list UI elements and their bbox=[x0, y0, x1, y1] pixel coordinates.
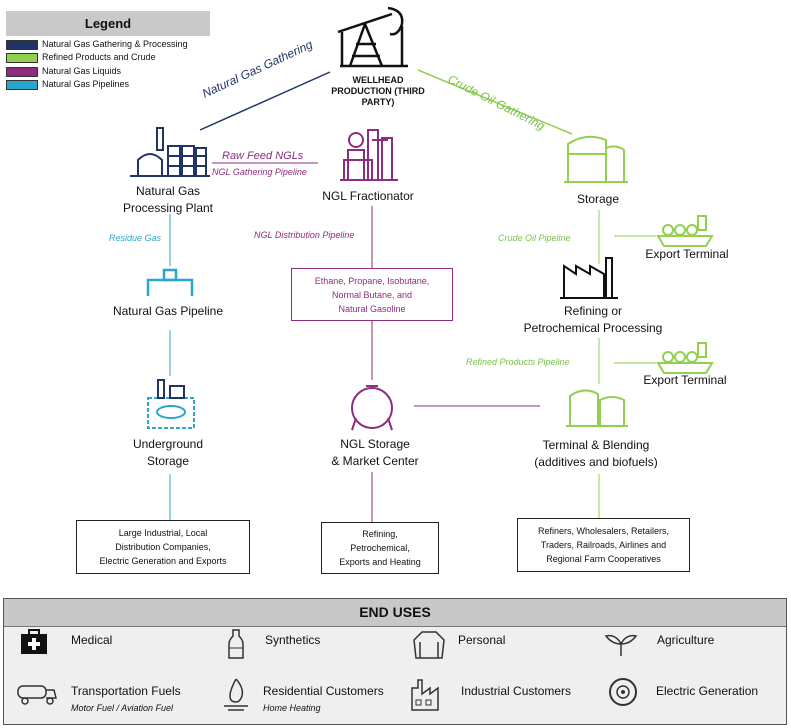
crude-pipeline-label: Crude Oil Pipeline bbox=[498, 233, 571, 243]
raw-feed-label: Raw Feed NGLs bbox=[222, 150, 304, 162]
terminal-tanks-icon bbox=[566, 389, 628, 427]
end-uses-title: END USES bbox=[4, 599, 786, 627]
legend-item-refined: Refined Products and Crude bbox=[6, 51, 156, 64]
wellhead-label: WELLHEAD PRODUCTION (THIRD PARTY) bbox=[331, 75, 425, 107]
fractionator-label: NGL Fractionator bbox=[322, 189, 414, 203]
legend-item-gathering: Natural Gas Gathering & Processing bbox=[6, 38, 188, 51]
pipeline-icon bbox=[146, 268, 194, 296]
bottle-icon bbox=[228, 629, 244, 659]
refined-pipeline-label: Refined Products Pipeline bbox=[466, 357, 570, 367]
flame-icon bbox=[224, 678, 248, 711]
ngl-gathering-label: NGL Gathering Pipeline bbox=[212, 167, 307, 177]
legend-swatch bbox=[6, 52, 38, 63]
end-use-transportation: Transportation Fuels bbox=[71, 684, 181, 698]
processing-plant-icon bbox=[130, 127, 210, 177]
export-terminal-label-1: Export Terminal bbox=[645, 247, 729, 261]
power-icon bbox=[609, 678, 637, 706]
ngl-storage-label: NGL Storage & Market Center bbox=[331, 437, 419, 468]
ngl-storage-sphere-icon bbox=[351, 385, 393, 431]
ngl-distribution-label: NGL Distribution Pipeline bbox=[254, 230, 355, 240]
plant-icon bbox=[604, 634, 638, 656]
legend-swatch bbox=[6, 66, 38, 77]
end-use-residential-sub: Home Heating bbox=[263, 703, 321, 713]
ngl-products-box: Ethane, Propane, Isobutane, Normal Butan… bbox=[291, 268, 453, 321]
terminal-blending-label: Terminal & Blending (additives and biofu… bbox=[534, 438, 658, 469]
legend-title: Legend bbox=[6, 11, 210, 36]
end-use-synthetics: Synthetics bbox=[265, 633, 321, 647]
underground-storage-icon bbox=[147, 379, 195, 429]
ngl-uses-box: Refining, Petrochemical, Exports and Hea… bbox=[321, 522, 439, 574]
residue-gas-label: Residue Gas bbox=[109, 233, 162, 243]
refinery-icon bbox=[560, 257, 618, 299]
legend-swatch bbox=[6, 79, 38, 90]
end-use-agriculture: Agriculture bbox=[657, 633, 715, 647]
medical-kit-icon bbox=[21, 629, 47, 654]
end-use-electric: Electric Generation bbox=[656, 684, 759, 698]
storage-tank-icon bbox=[564, 135, 628, 183]
storage-label: Storage bbox=[576, 192, 620, 206]
ship-icon-1 bbox=[656, 215, 714, 247]
legend-item-pipelines: Natural Gas Pipelines bbox=[6, 78, 129, 91]
gas-uses-box: Large Industrial, Local Distribution Com… bbox=[76, 520, 250, 574]
end-use-personal: Personal bbox=[458, 633, 506, 647]
refined-uses-box: Refiners, Wholesalers, Retailers, Trader… bbox=[517, 518, 690, 572]
legend-item-ngl: Natural Gas Liquids bbox=[6, 65, 121, 78]
end-use-medical: Medical bbox=[71, 633, 113, 647]
pump-jack-icon bbox=[337, 6, 408, 68]
underground-storage-label: Underground Storage bbox=[132, 437, 204, 468]
sweater-icon bbox=[413, 631, 445, 659]
fractionator-icon bbox=[340, 129, 398, 181]
ship-icon-2 bbox=[656, 342, 714, 374]
legend-swatch bbox=[6, 39, 38, 50]
export-terminal-label-2: Export Terminal bbox=[643, 373, 727, 387]
tanker-truck-icon bbox=[17, 685, 57, 705]
processing-plant-label: Natural Gas Processing Plant bbox=[122, 184, 214, 215]
end-use-industrial: Industrial Customers bbox=[461, 684, 572, 698]
factory-icon bbox=[411, 679, 439, 711]
refining-label: Refining or Petrochemical Processing bbox=[523, 304, 663, 335]
gas-pipeline-label: Natural Gas Pipeline bbox=[112, 304, 224, 318]
end-use-transportation-sub: Motor Fuel / Aviation Fuel bbox=[71, 703, 174, 713]
end-use-residential: Residential Customers bbox=[263, 684, 384, 698]
